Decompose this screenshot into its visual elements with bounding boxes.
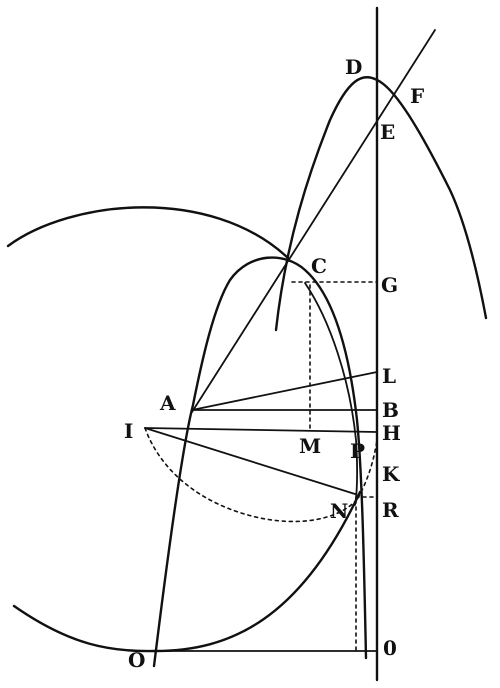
lower-parabola: [152, 256, 368, 668]
label-I: I: [124, 419, 133, 443]
label-R: R: [382, 498, 399, 522]
label-G: G: [381, 273, 398, 297]
label-C: C: [311, 254, 327, 278]
inner-arc-C-to-N: [304, 282, 358, 506]
label-L: L: [382, 364, 396, 388]
label-N: N: [330, 499, 348, 523]
upper-parabola: [274, 76, 488, 332]
line-AL: [191, 371, 378, 411]
label-H: H: [382, 421, 401, 445]
label-O-left: O: [128, 648, 145, 672]
label-O-right: 0: [383, 636, 397, 660]
label-A: A: [159, 391, 176, 415]
line-AF: [191, 29, 436, 413]
label-E: E: [380, 120, 395, 144]
line-IH: [144, 427, 378, 433]
line-NI: [144, 427, 356, 495]
large-circle-lower-arc: [12, 490, 362, 653]
label-D: D: [345, 55, 362, 79]
label-P: P: [350, 439, 365, 463]
label-B: B: [382, 398, 399, 422]
label-K: K: [382, 462, 400, 486]
dashed-arc-H-P: [357, 439, 378, 499]
dashed-circle-arc-I: [144, 427, 359, 523]
label-M: M: [299, 434, 321, 458]
label-F: F: [410, 84, 424, 108]
large-circle-upper-arc: [6, 206, 290, 260]
